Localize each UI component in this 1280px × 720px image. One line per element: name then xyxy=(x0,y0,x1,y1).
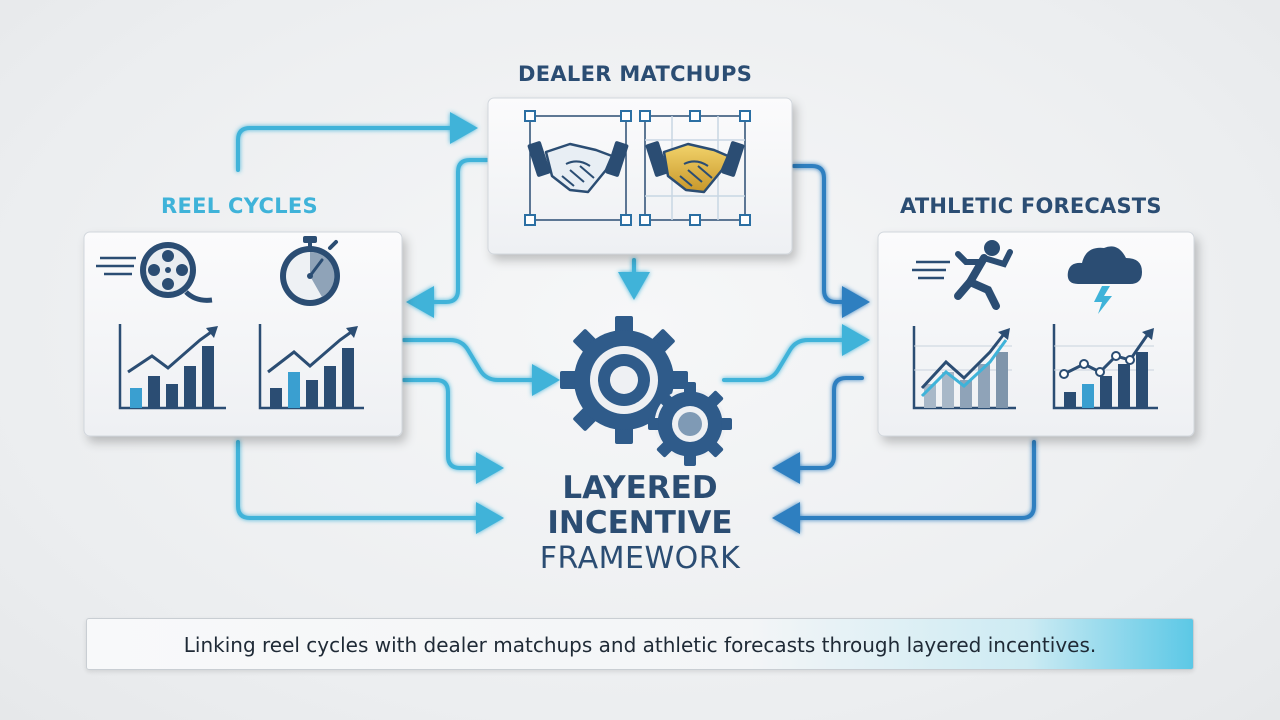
connector-reel-to-dealer xyxy=(236,112,478,172)
framework-title-line-1: LAYERED xyxy=(562,470,718,506)
handshake-icon xyxy=(645,141,745,194)
reel-cycles-card xyxy=(83,231,403,437)
bar-chart-icon xyxy=(258,324,364,410)
bar-chart-icon xyxy=(118,324,226,410)
film-reel-icon xyxy=(96,242,213,303)
connector-athletic-to-framework-a xyxy=(772,376,864,484)
connector-reel-to-gears xyxy=(402,338,560,396)
dealer-matchups-label: DEALER MATCHUPS xyxy=(518,62,753,86)
reel-cycles-label: REEL CYCLES xyxy=(161,194,318,218)
bar-chart-icon xyxy=(912,326,1016,410)
framework-title-line-3: FRAMEWORK xyxy=(539,541,741,576)
connector-athletic-to-framework-b xyxy=(772,440,1036,534)
bar-chart-icon xyxy=(1052,324,1158,410)
connector-gears-to-athletic xyxy=(722,324,870,382)
caption-banner: Linking reel cycles with dealer matchups… xyxy=(86,618,1194,670)
caption-text: Linking reel cycles with dealer matchups… xyxy=(183,633,1097,657)
stopwatch-icon xyxy=(280,236,340,306)
framework-title-line-2: INCENTIVE xyxy=(547,505,733,541)
connector-dealer-to-reel xyxy=(406,158,490,318)
storm-cloud-icon xyxy=(1067,246,1142,314)
dealer-matchups-card xyxy=(487,97,793,255)
runner-icon xyxy=(912,240,1013,310)
connectors xyxy=(236,112,1036,534)
athletic-forecasts-card xyxy=(877,231,1195,437)
connector-dealer-to-athletic xyxy=(792,164,870,318)
handshake-icon xyxy=(527,141,629,194)
connector-reel-to-framework-b xyxy=(236,440,504,534)
athletic-forecasts-label: ATHLETIC FORECASTS xyxy=(900,194,1162,218)
selection-handles xyxy=(524,110,751,226)
gears-icon xyxy=(560,316,732,466)
connector-reel-to-framework-a xyxy=(402,378,504,484)
